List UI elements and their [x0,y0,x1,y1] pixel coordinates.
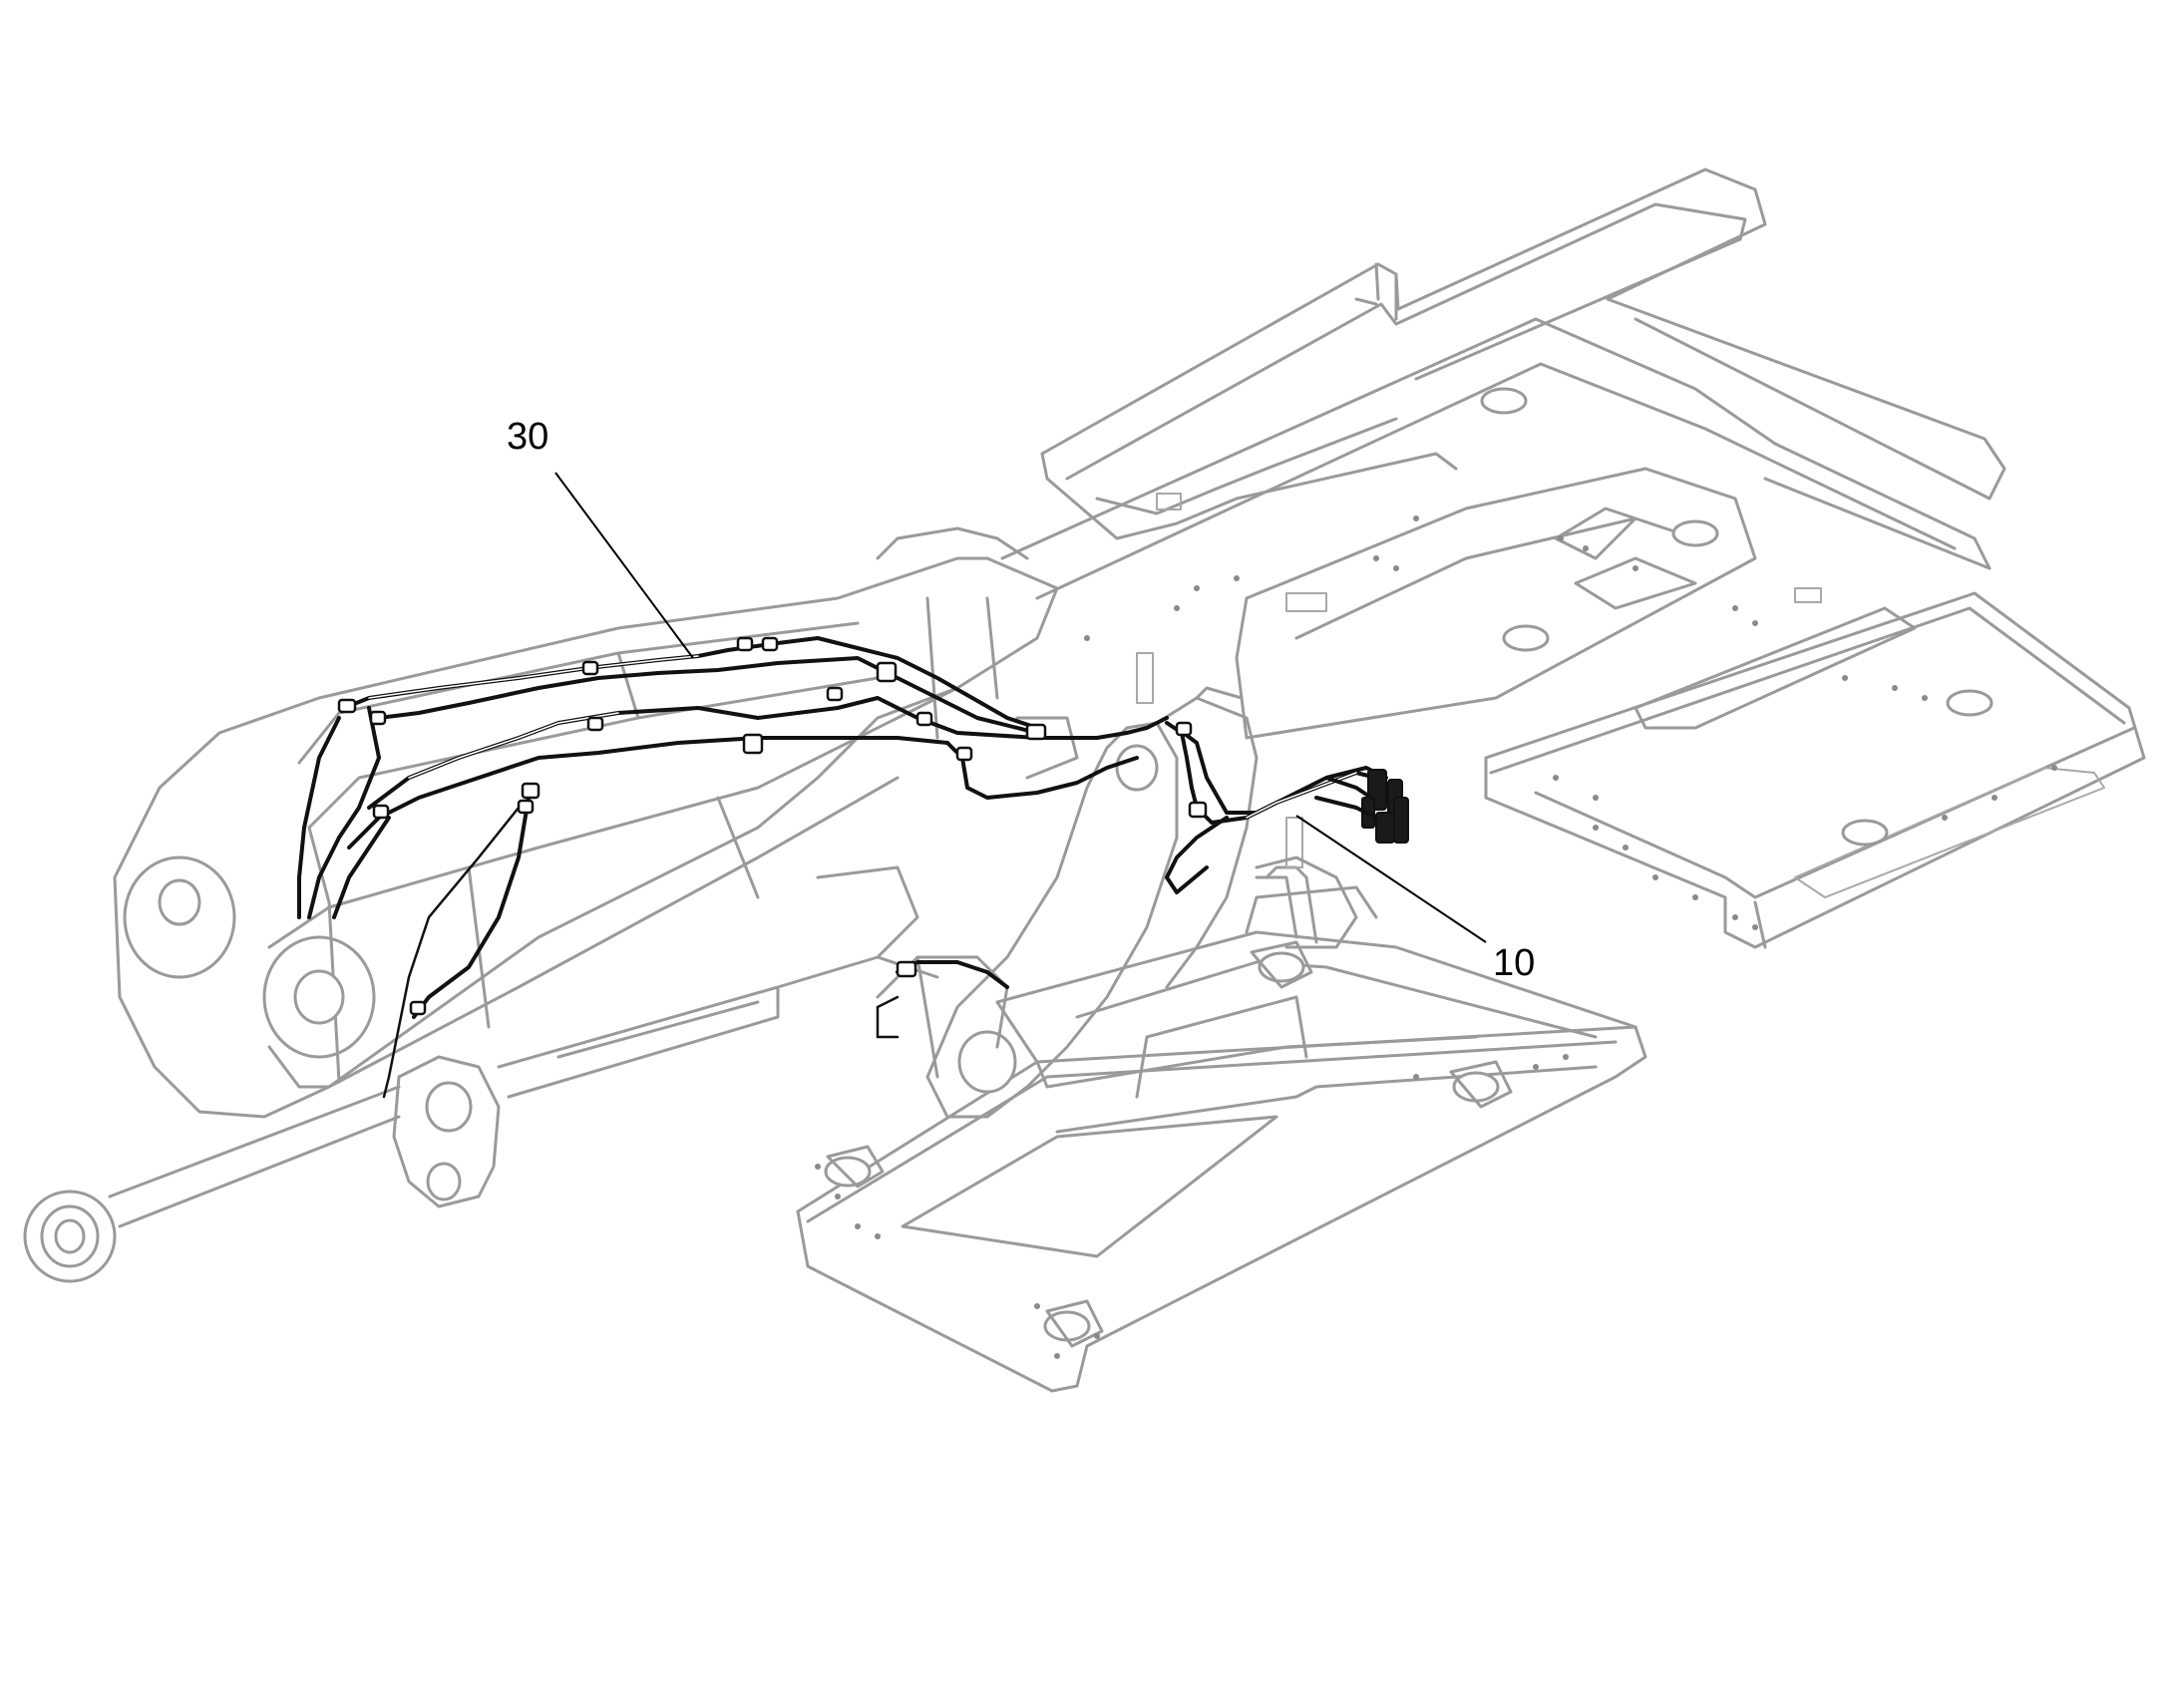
callout-30: 30 [507,416,548,458]
hole-pattern [815,515,2057,1359]
connector-bank-10 [1314,769,1409,844]
rear-chassis-frame [1000,168,2146,949]
callout-10: 10 [1493,942,1535,984]
lower-undercarriage-frame [796,865,1647,1393]
leader-line-10 [1295,815,1487,943]
wiring-harness-30 [297,636,1398,1099]
boom-assembly [23,526,1358,1283]
leader-line-30 [554,472,694,659]
